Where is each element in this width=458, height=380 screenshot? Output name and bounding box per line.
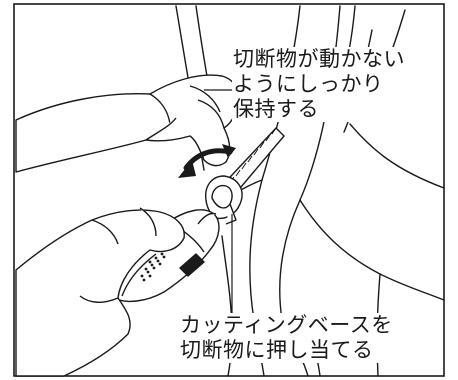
- frame-border: [13, 3, 445, 377]
- gripping-hand: [15, 207, 185, 377]
- callout-hold-line-3: 保持する: [232, 97, 406, 122]
- callout-base-line-2: 切断物に押し当てる: [179, 338, 394, 363]
- curved-double-arrow-icon: [178, 144, 236, 178]
- callout-base-line-1: カッティングベースを: [179, 313, 394, 338]
- saw-vent-dots: [140, 252, 166, 282]
- leader-lines: [204, 89, 234, 316]
- callout-hold-line-2: ようにしっかり: [232, 72, 406, 97]
- saw-body: [106, 209, 220, 303]
- callout-press-base: カッティングベースを 切断物に押し当てる: [179, 313, 394, 363]
- callout-hold-line-1: 切断物が動かない: [232, 47, 406, 72]
- cutting-base: [205, 175, 243, 225]
- holding-hand: [15, 74, 240, 173]
- callout-hold-workpiece: 切断物が動かない ようにしっかり 保持する: [232, 47, 406, 122]
